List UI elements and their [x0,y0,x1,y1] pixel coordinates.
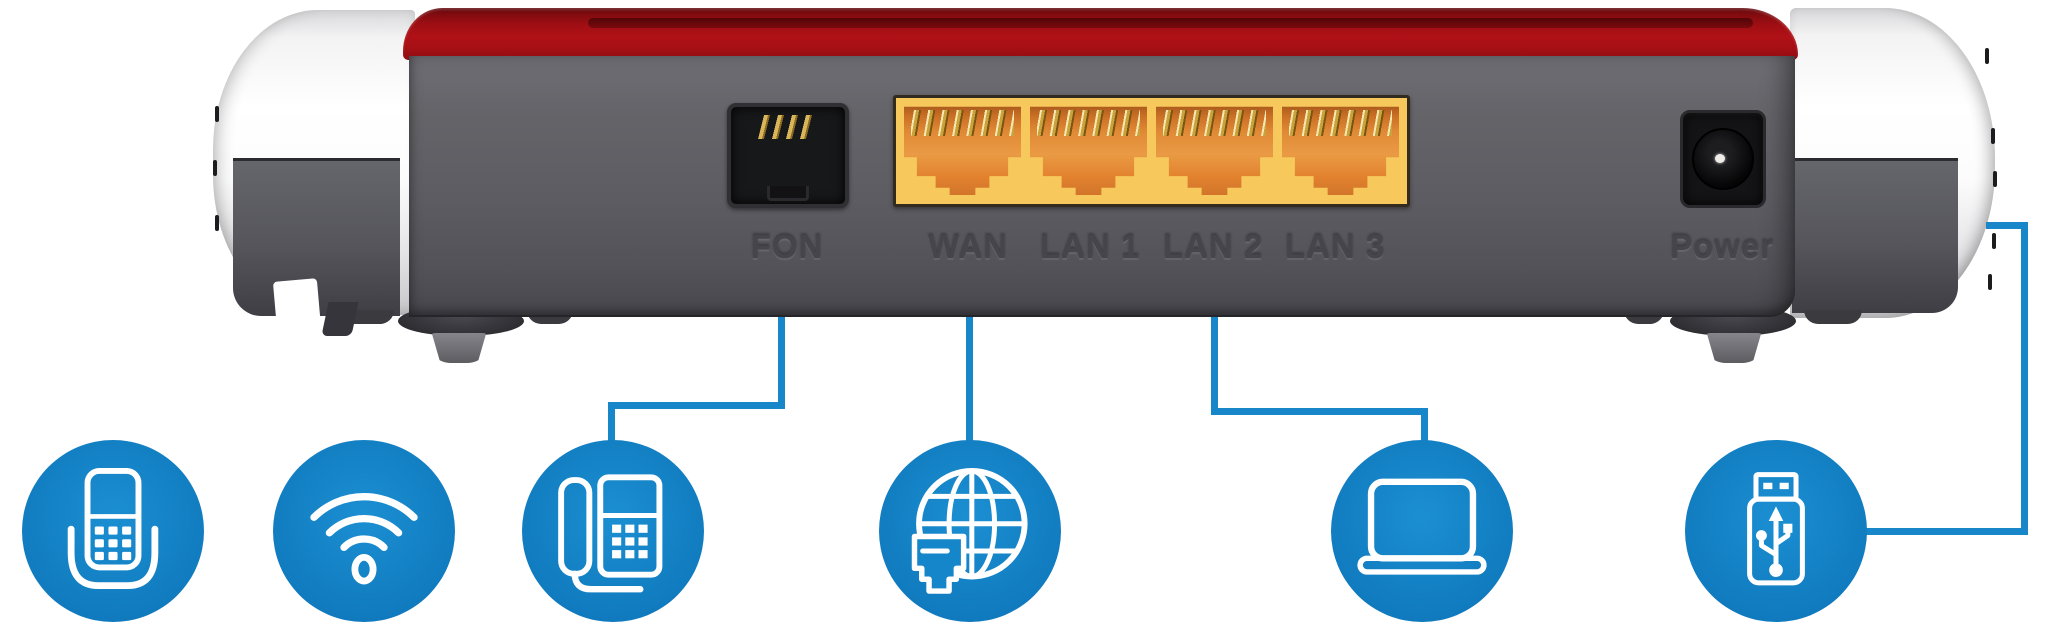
desk-phone-node [522,440,704,622]
lan1-port [1030,106,1147,195]
callout-line-lan2 [1421,408,1428,448]
wifi-node [273,440,455,622]
callout-line-usb [1986,222,2028,229]
fon-port [727,103,849,208]
lan2-port-pins [1163,110,1266,136]
wan-port-label: WAN [928,228,1008,265]
cordless-phone-node [22,440,204,622]
fon-port-pins [758,115,818,139]
fon-port-latch-slot [767,186,809,201]
vent-dash [1988,274,1992,290]
callout-line-usb [1858,528,2028,535]
wan-port-pins [911,110,1014,136]
lan3-port-label: LAN 3 [1284,228,1386,265]
ethernet-plug-glyph [911,533,967,594]
red-band-groove [588,18,1753,28]
rubber-foot [1804,310,1862,324]
left-cap-notch [272,278,322,332]
router-rear-view: FON WAN LAN 1 LAN 2 LAN 3 Power [213,8,1997,363]
laptop-icon [1357,478,1487,575]
callout-line-fon [608,402,615,448]
callout-line-lan2 [1211,408,1428,415]
laptop-node [1331,440,1513,622]
callout-line-wan [966,310,973,448]
callout-line-fon [778,310,785,409]
lan3-port-pins [1289,110,1392,136]
lan1-port-label: LAN 1 [1039,228,1141,265]
usb-stick-node [1685,440,1867,622]
cordless-phone-icon [67,467,159,590]
router-red-top-band [403,8,1798,60]
power-jack-pin [1715,154,1725,163]
vent-dash [1992,233,1996,249]
vent-dash [1991,128,1995,144]
rubber-foot [431,333,487,363]
lan2-port-label: LAN 2 [1162,228,1264,265]
fon-port-label: FON [750,228,824,265]
ethernet-port-block [893,95,1410,207]
rubber-foot [1706,333,1762,363]
wifi-icon [310,493,418,585]
lan3-port [1282,106,1399,195]
vent-dash [215,215,219,231]
usb-stick-icon [1747,472,1805,586]
desk-phone-icon [558,474,663,593]
power-jack-label: Power [1669,228,1775,265]
vent-dash [1993,171,1997,187]
lan2-port [1156,106,1273,195]
vent-dash [1985,48,1989,64]
router-back-face: FON WAN LAN 1 LAN 2 LAN 3 Power [409,56,1795,317]
right-cap-recess [1792,158,1958,313]
callout-line-fon [608,402,785,409]
lan1-port-pins [1037,110,1140,136]
callout-line-usb [2021,222,2028,535]
power-jack-barrel [1692,128,1754,190]
wan-port [904,106,1021,195]
internet-globe-node [879,440,1061,622]
left-cap-notch-shadow [321,302,359,336]
power-jack [1680,110,1766,208]
vent-dash [215,106,219,122]
callout-line-lan2 [1211,310,1218,415]
vent-dash [213,160,217,176]
internet-globe-icon [911,467,1028,594]
